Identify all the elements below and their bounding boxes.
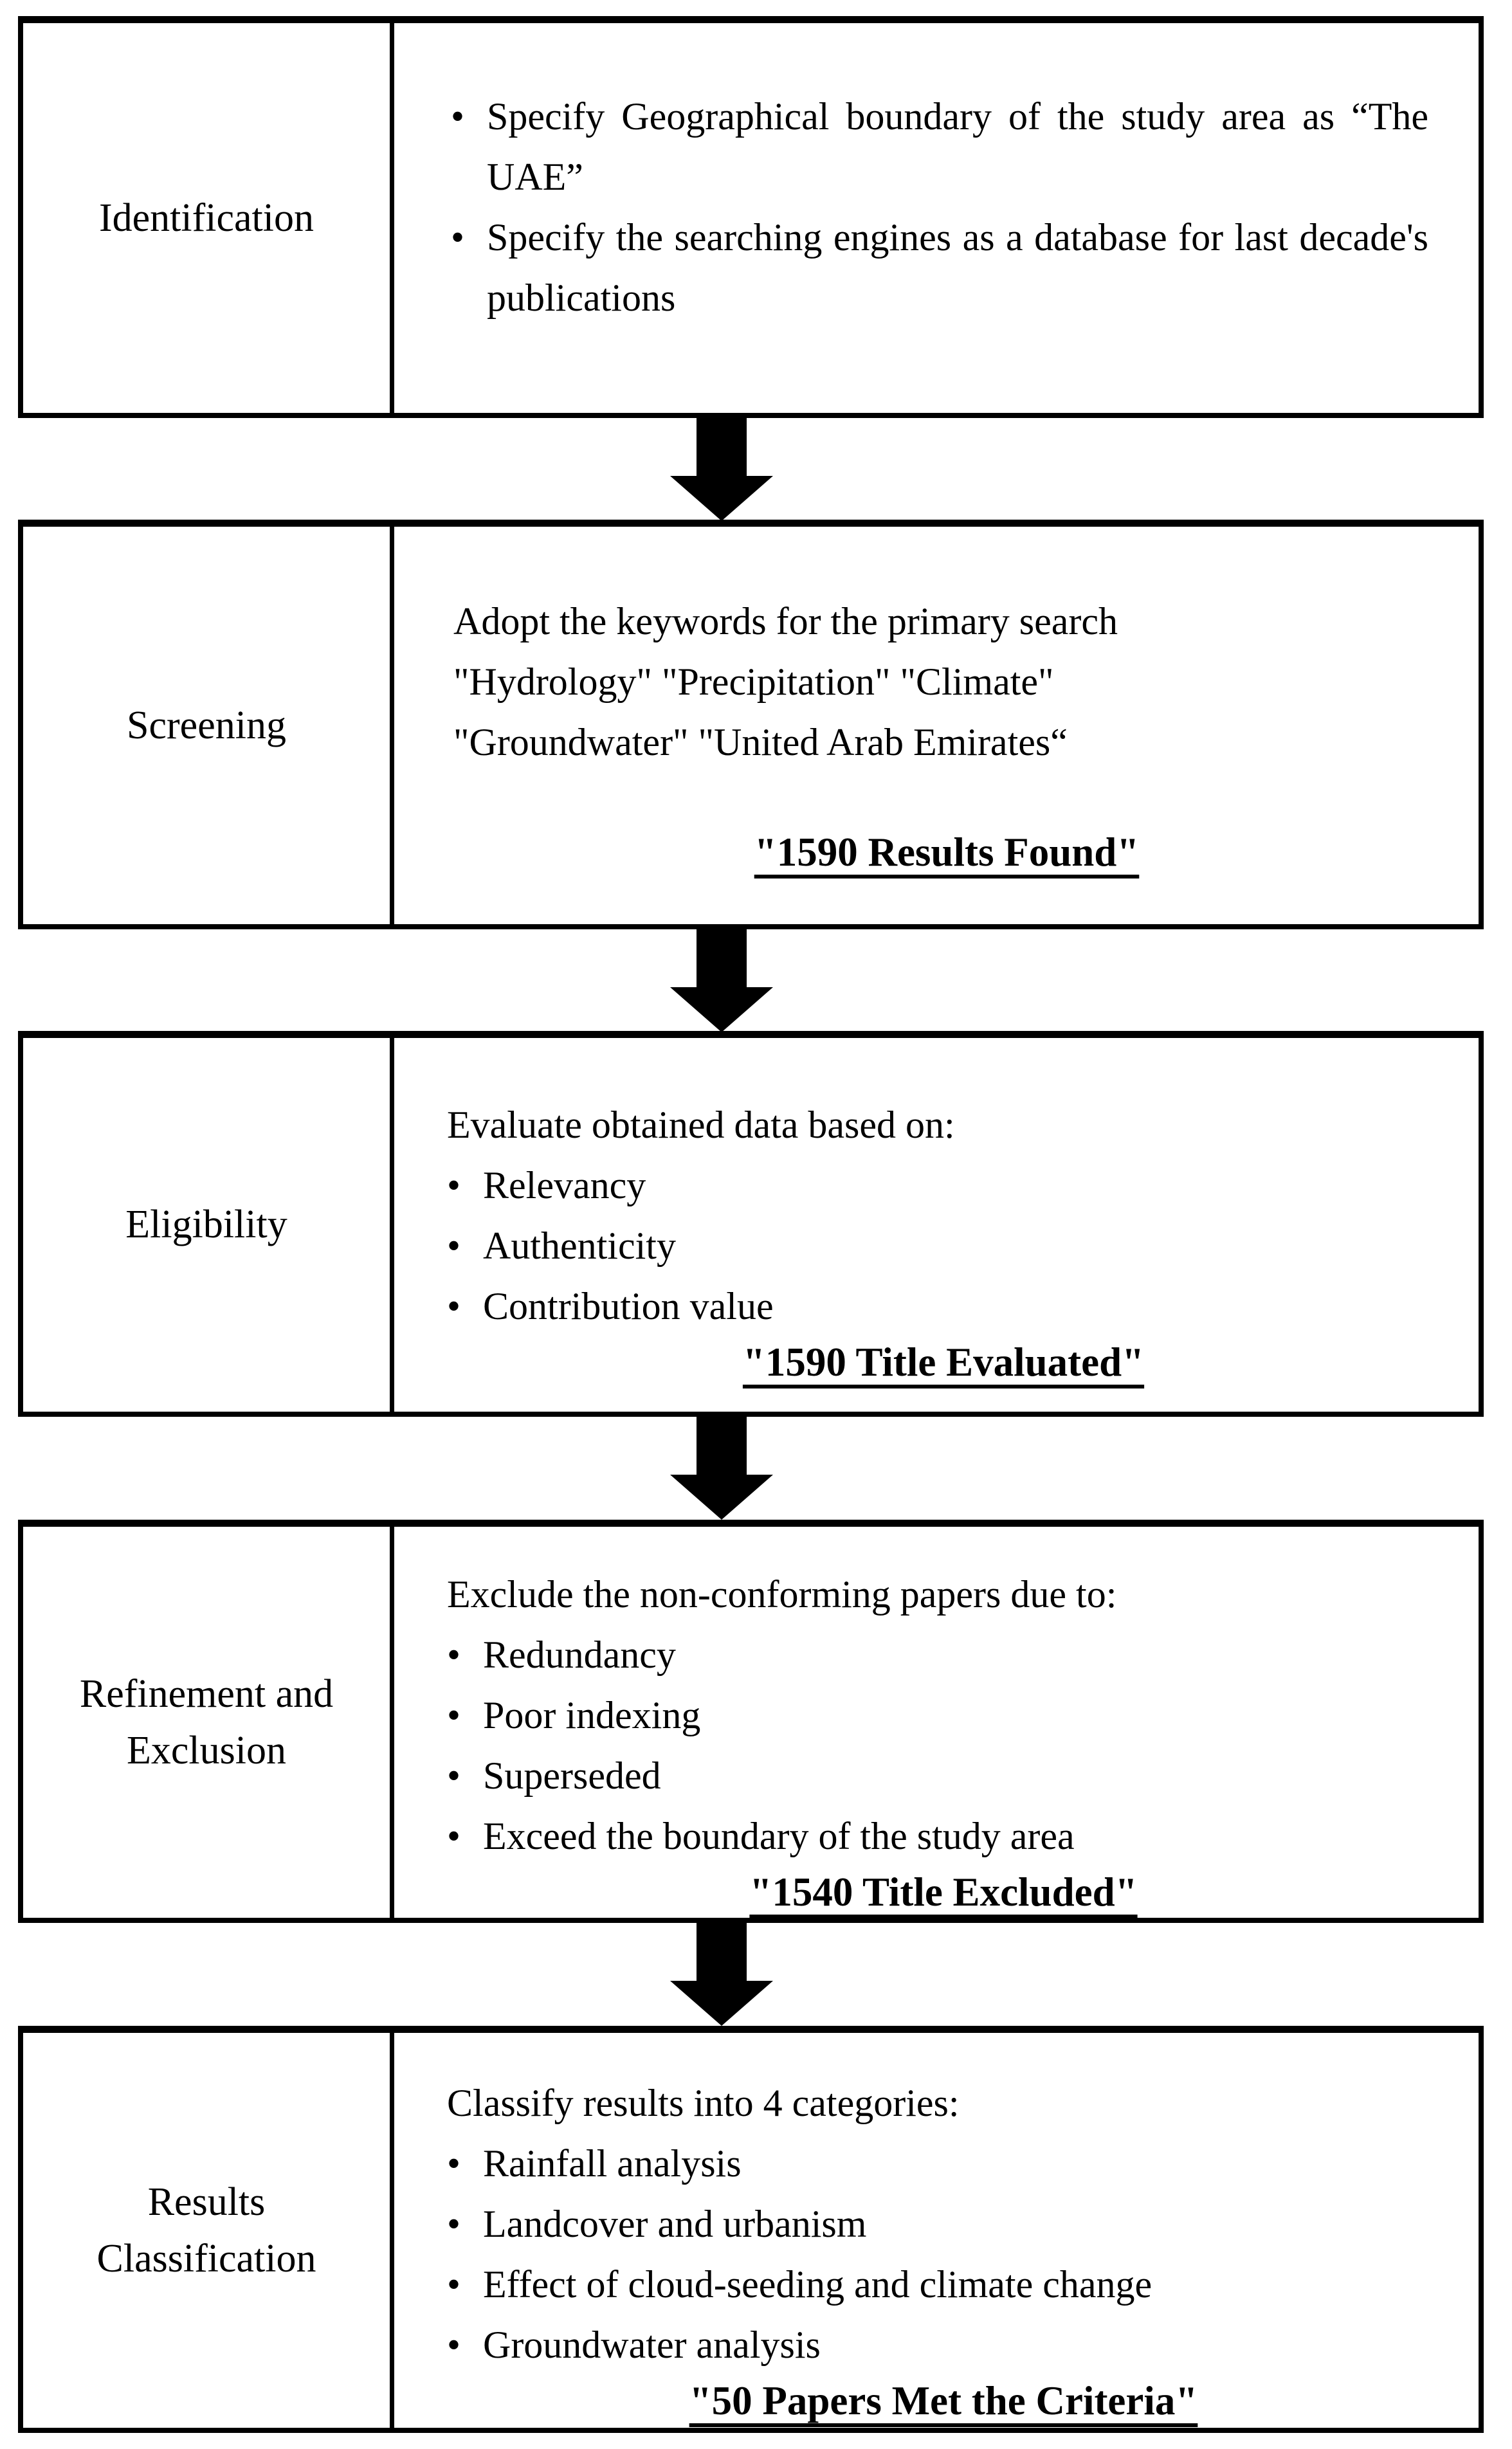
stage-screening-label: Screening: [23, 527, 394, 924]
bullet-icon: •: [447, 1164, 461, 1206]
down-arrow: [670, 1417, 773, 1520]
content-intro: Classify results into 4 categories:: [447, 2082, 960, 2124]
list-item: • Effect of cloud-seeding and climate ch…: [447, 2254, 1440, 2315]
list-item: • Authenticity: [447, 1215, 1440, 1276]
list-item: • Relevancy: [447, 1155, 1440, 1215]
list-item-text: Authenticity: [483, 1224, 676, 1267]
stage-refinement-exclusion-label: Refinement and Exclusion: [23, 1527, 394, 1918]
bullet-icon: •: [451, 216, 465, 259]
list-item-text: Effect of cloud-seeding and climate chan…: [483, 2263, 1152, 2306]
content-line: Adopt the keywords for the primary searc…: [453, 600, 1118, 642]
down-arrow-shaft: [697, 1923, 747, 1981]
stage-eligibility: Eligibility Evaluate obtained data based…: [18, 1031, 1484, 1417]
list-item: • Specify the searching engines as a dat…: [451, 207, 1428, 328]
down-arrow-head: [670, 987, 773, 1032]
list-item: • Specify Geographical boundary of the s…: [451, 86, 1428, 207]
stage-refinement-exclusion: Refinement and Exclusion Exclude the non…: [18, 1520, 1484, 1923]
stage-results-classification-content: Classify results into 4 categories: • Ra…: [394, 2033, 1479, 2428]
list-item-text: Redundancy: [483, 1634, 676, 1676]
bullet-icon: •: [447, 1694, 461, 1736]
list-item-text: Specify the searching engines as a datab…: [487, 216, 1428, 319]
result-count: "1590 Results Found": [754, 830, 1140, 875]
content-intro: Evaluate obtained data based on:: [447, 1104, 955, 1146]
list-item-text: Specify Geographical boundary of the stu…: [487, 95, 1428, 198]
stage-results-classification-label: Results Classification: [23, 2033, 394, 2428]
content-intro: Exclude the non-conforming papers due to…: [447, 1573, 1117, 1616]
bullet-icon: •: [447, 2324, 461, 2366]
down-arrow-head: [670, 1981, 773, 2026]
content-line: "Hydrology" "Precipitation" "Climate": [453, 660, 1054, 703]
stage-identification-content: • Specify Geographical boundary of the s…: [394, 23, 1479, 413]
down-arrow: [670, 929, 773, 1032]
bullet-icon: •: [447, 1634, 461, 1676]
down-arrow-head: [670, 1475, 773, 1520]
bullet-icon: •: [447, 1285, 461, 1327]
stage-refinement-exclusion-content: Exclude the non-conforming papers due to…: [394, 1527, 1479, 1918]
down-arrow: [670, 418, 773, 521]
list-item-text: Relevancy: [483, 1164, 646, 1206]
list-item: • Exceed the boundary of the study area: [447, 1806, 1440, 1866]
stage-identification-label: Identification: [23, 23, 394, 413]
bullet-icon: •: [447, 2142, 461, 2185]
bullet-icon: •: [451, 95, 465, 138]
down-arrow-shaft: [697, 929, 747, 987]
list-item: • Rainfall analysis: [447, 2133, 1440, 2194]
bullet-icon: •: [447, 2203, 461, 2245]
list-item: • Contribution value: [447, 1276, 1440, 1336]
list-item-text: Landcover and urbanism: [483, 2203, 867, 2245]
stage-screening: Screening Adopt the keywords for the pri…: [18, 520, 1484, 929]
bullet-icon: •: [447, 2263, 461, 2306]
list-item-text: Contribution value: [483, 1285, 774, 1327]
stage-eligibility-content: Evaluate obtained data based on: • Relev…: [394, 1038, 1479, 1412]
bullet-icon: •: [447, 1754, 461, 1797]
down-arrow-shaft: [697, 418, 747, 476]
list-item-text: Poor indexing: [483, 1694, 701, 1736]
stage-eligibility-label: Eligibility: [23, 1038, 394, 1412]
bullet-icon: •: [447, 1815, 461, 1857]
result-count: "50 Papers Met the Criteria": [689, 2378, 1198, 2423]
list-item-text: Superseded: [483, 1754, 661, 1797]
down-arrow: [670, 1923, 773, 2026]
result-count: "1540 Title Excluded": [749, 1870, 1138, 1915]
list-item: • Poor indexing: [447, 1685, 1440, 1745]
stage-identification: Identification • Specify Geographical bo…: [18, 16, 1484, 418]
list-item: • Redundancy: [447, 1625, 1440, 1685]
list-item: • Groundwater analysis: [447, 2315, 1440, 2375]
list-item-text: Exceed the boundary of the study area: [483, 1815, 1075, 1857]
content-line: "Groundwater" "United Arab Emirates“: [453, 721, 1068, 763]
list-item: • Landcover and urbanism: [447, 2194, 1440, 2254]
down-arrow-shaft: [697, 1417, 747, 1475]
list-item-text: Groundwater analysis: [483, 2324, 821, 2366]
list-item: • Superseded: [447, 1745, 1440, 1806]
list-item-text: Rainfall analysis: [483, 2142, 742, 2185]
bullet-icon: •: [447, 1224, 461, 1267]
result-count: "1590 Title Evaluated": [742, 1340, 1145, 1385]
stage-results-classification: Results Classification Classify results …: [18, 2026, 1484, 2433]
stage-screening-content: Adopt the keywords for the primary searc…: [394, 527, 1479, 924]
down-arrow-head: [670, 476, 773, 521]
